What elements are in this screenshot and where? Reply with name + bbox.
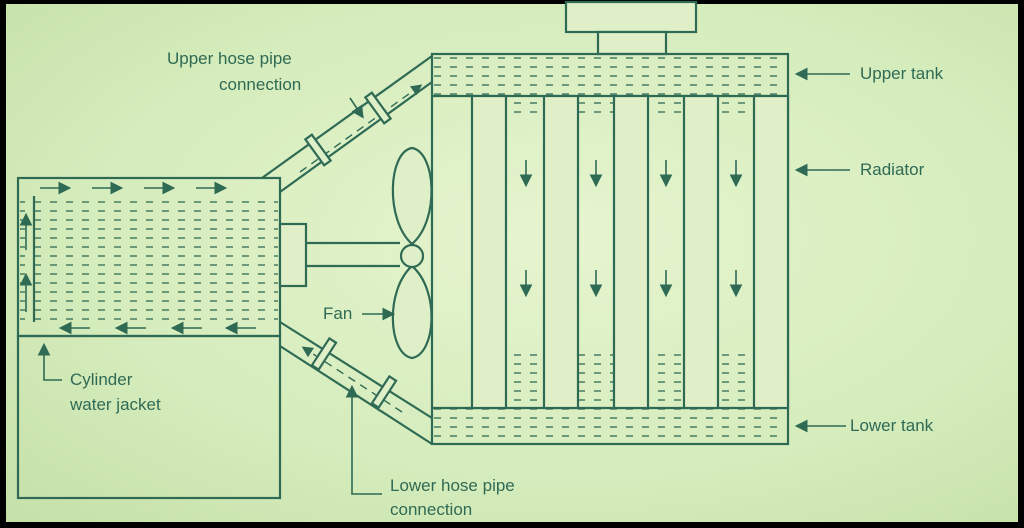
lower-hose-label-line2: connection [390, 500, 473, 519]
radiator-tube [612, 94, 650, 410]
radiator-label: Radiator [860, 160, 925, 179]
radiator-tube [752, 94, 790, 410]
cylinder-label-line2: water jacket [70, 395, 161, 414]
radiator-tube [682, 94, 720, 410]
radiator-cap [564, 0, 698, 34]
upper-tank [434, 56, 786, 96]
lower-hose-clamp [310, 336, 338, 372]
lower-hose-label-line1: Lower hose pipe [390, 476, 515, 495]
pulley-hub [278, 222, 308, 288]
upper-hose-clamp [303, 133, 333, 167]
lower-tank-label: Lower tank [850, 416, 934, 435]
radiator-tube [542, 94, 580, 410]
lower-tank [434, 408, 786, 442]
upper-hose-pipe [261, 55, 433, 193]
cylinder-label-line1: Cylinder [70, 370, 133, 389]
upper-hose-label-line2: connection [219, 75, 302, 94]
fan [391, 146, 433, 360]
upper-hose-clamp [363, 91, 393, 125]
radiator-tube [470, 94, 508, 410]
upper-tank-label: Upper tank [860, 64, 944, 83]
lower-hose-clamp [370, 374, 398, 410]
cylinder-block [16, 334, 282, 500]
lower-hose-pipe [279, 321, 433, 445]
radiator-cap-neck [596, 30, 668, 56]
fan-label: Fan [323, 304, 353, 323]
upper-hose-label-line1: Upper hose pipe [167, 49, 292, 68]
